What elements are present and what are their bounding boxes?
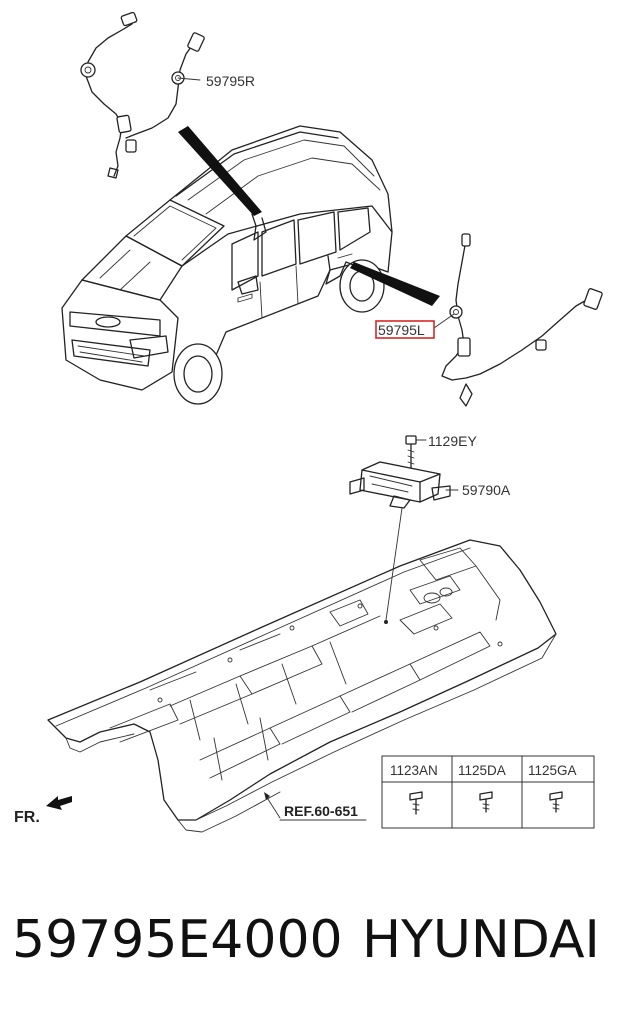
bolt-icon-1125da [479,791,493,813]
leader-arrow-left [350,262,440,306]
fastener-header-1125ga: 1125GA [528,763,577,778]
callout-59790a: 59790A [462,482,511,498]
part-number: 59795E4000 [12,910,343,970]
vehicle-outline [61,125,393,405]
module-to-floor-line [385,507,403,621]
footer: 59795E4000 HYUNDAI [0,890,618,990]
callout-59795l: 59795L [378,322,425,338]
sensor-harness-left [433,233,603,407]
sensor-harness-right [80,11,205,179]
callout-59795l-highlight [375,320,435,339]
bolt-icon-1123an [409,791,423,815]
floor-panel [47,539,557,833]
mount-point [384,620,388,624]
callout-59795r: 59795R [206,73,255,89]
leader-ref [265,795,281,819]
bolt-icon-1125ga [549,791,563,813]
control-module [349,461,451,509]
parts-diagram: 59795R [14,11,603,833]
mounting-bolt [405,435,427,469]
fastener-table [381,755,595,829]
leader-ref-arrow [264,792,270,800]
leader-arrow-right [178,126,262,216]
fastener-header-1123an: 1123AN [390,763,438,778]
front-marker-arrow [46,796,72,810]
front-marker-label: FR. [14,809,40,826]
callout-ref-60-651: REF.60-651 [284,803,358,819]
callout-1129ey: 1129EY [428,433,477,449]
brand-name: HYUNDAI [362,910,600,970]
fastener-header-1125da: 1125DA [458,763,506,778]
